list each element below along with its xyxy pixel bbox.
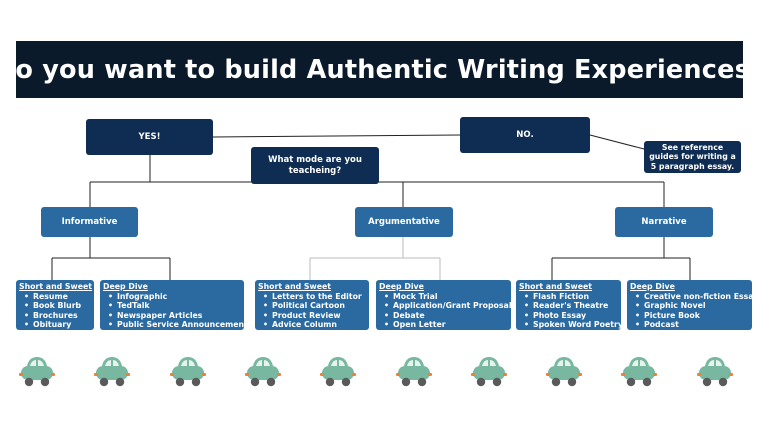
narrative-short-list: Short and Sweet Flash Fiction Reader's T… xyxy=(516,280,621,330)
list-item: Flash Fiction xyxy=(524,292,618,302)
mode-informative: Informative xyxy=(41,207,138,237)
informative-deep-list: Deep Dive Infographic TedTalk Newspaper … xyxy=(100,280,244,330)
leaf-heading: Short and Sweet xyxy=(19,282,93,291)
list-item: Infographic xyxy=(108,292,241,302)
list-item: Newspaper Articles xyxy=(108,311,241,321)
list-item: Brochures xyxy=(24,311,91,321)
car-icon xyxy=(394,354,434,390)
list-item: Public Service Announcement xyxy=(108,320,244,330)
car-icon xyxy=(695,354,735,390)
no-box: NO. xyxy=(460,117,590,153)
list-item: Podcast xyxy=(635,320,749,330)
car-icon xyxy=(619,354,659,390)
list-item: Picture Book xyxy=(635,311,749,321)
car-icon xyxy=(318,354,358,390)
list-item: Obituary xyxy=(24,320,91,330)
list-item: Spoken Word Poetry xyxy=(524,320,621,330)
list-item: Application/Grant Proposal xyxy=(384,301,511,311)
car-icon xyxy=(92,354,132,390)
leaf-heading: Deep Dive xyxy=(103,282,148,291)
list-item: Graphic Novel xyxy=(635,301,749,311)
list-item: Photo Essay xyxy=(524,311,618,321)
informative-short-list: Short and Sweet Resume Book Blurb Brochu… xyxy=(16,280,94,330)
list-item: Advice Column xyxy=(263,320,366,330)
list-item: Letters to the Editor xyxy=(263,292,366,302)
list-item: Resume xyxy=(24,292,91,302)
narrative-deep-list: Deep Dive Creative non-fiction Essay Gra… xyxy=(627,280,752,330)
list-item: Political Cartoon xyxy=(263,301,366,311)
mode-argumentative: Argumentative xyxy=(355,207,453,237)
question-box: What mode are you teacheing? xyxy=(251,147,379,184)
list-item: Debate xyxy=(384,311,508,321)
car-icon xyxy=(469,354,509,390)
leaf-heading: Deep Dive xyxy=(630,282,675,291)
list-item: Product Review xyxy=(263,311,366,321)
leaf-heading: Short and Sweet xyxy=(258,282,332,291)
car-icon xyxy=(17,354,57,390)
list-item: Reader's Theatre xyxy=(524,301,618,311)
car-icon xyxy=(168,354,208,390)
yes-box: YES! xyxy=(86,119,213,155)
car-icon xyxy=(243,354,283,390)
argumentative-short-list: Short and Sweet Letters to the Editor Po… xyxy=(255,280,369,330)
mode-narrative: Narrative xyxy=(615,207,713,237)
leaf-heading: Short and Sweet xyxy=(519,282,593,291)
page-title: Do you want to build Authentic Writing E… xyxy=(0,41,765,98)
car-icon xyxy=(544,354,584,390)
list-item: TedTalk xyxy=(108,301,241,311)
leaf-heading: Deep Dive xyxy=(379,282,424,291)
reference-box: See reference guides for writing a 5 par… xyxy=(644,141,741,173)
list-item: Open Letter xyxy=(384,320,508,330)
list-item: Creative non-fiction Essay xyxy=(635,292,752,302)
list-item: Mock Trial xyxy=(384,292,508,302)
argumentative-deep-list: Deep Dive Mock Trial Application/Grant P… xyxy=(376,280,511,330)
list-item: Book Blurb xyxy=(24,301,91,311)
